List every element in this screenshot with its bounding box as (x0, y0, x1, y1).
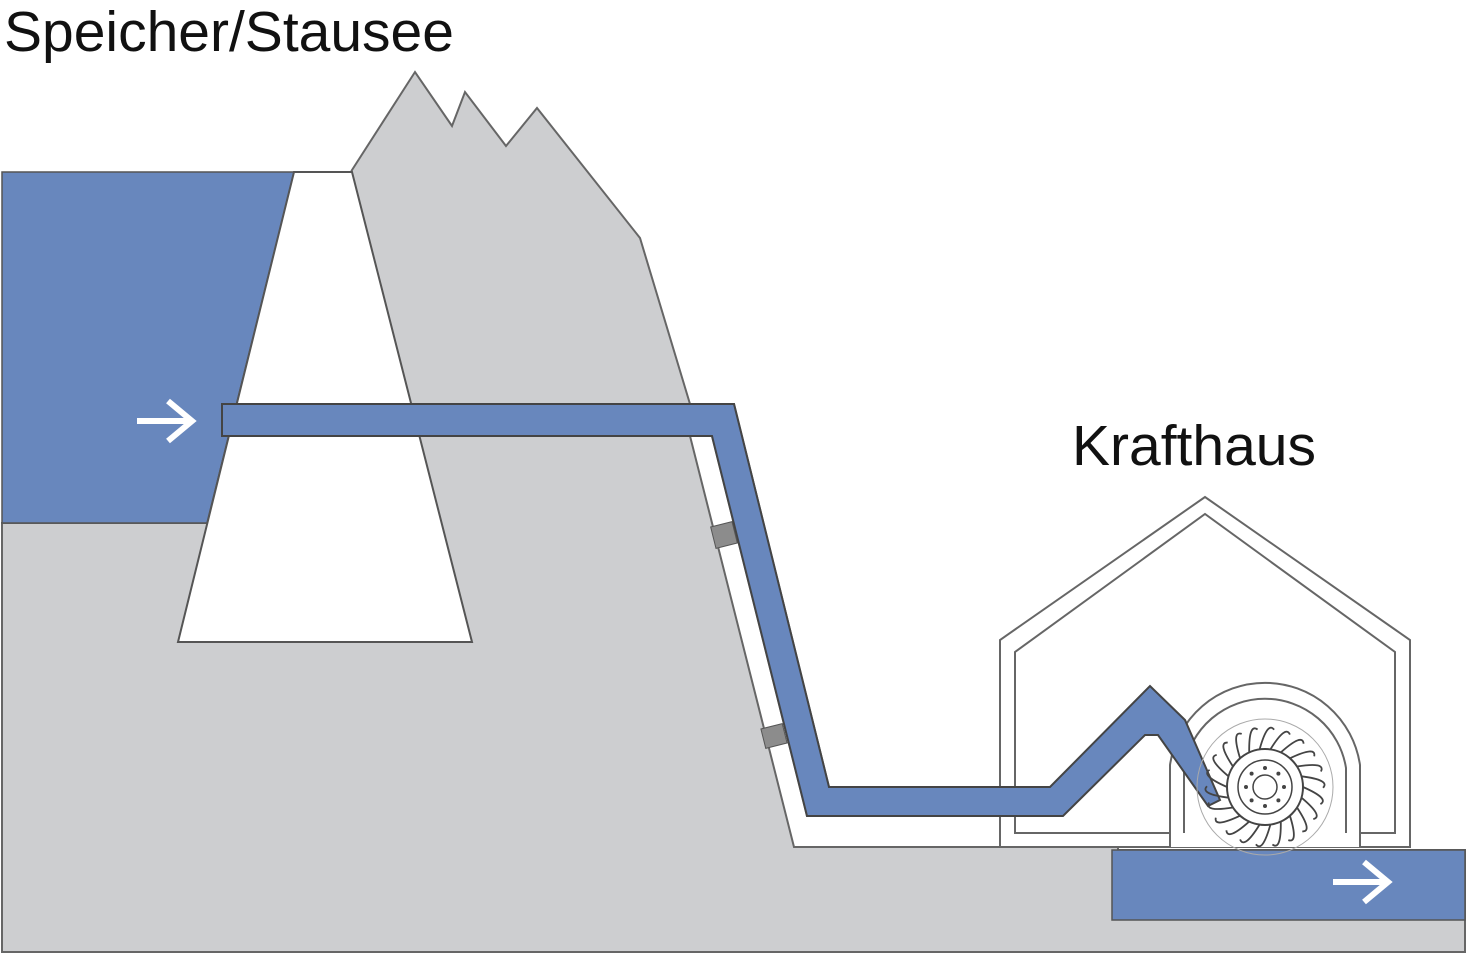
tailrace-water (1111, 849, 1466, 921)
turbine-bucket (1289, 750, 1316, 760)
turbine-bucket (1239, 824, 1261, 844)
turbine-bucket (1269, 730, 1291, 750)
turbine-bolt (1276, 798, 1281, 803)
turbine-bucket (1235, 732, 1243, 759)
turbine-bolt (1282, 785, 1286, 789)
turbine-bucket (1204, 785, 1229, 799)
arrow-right-icon (1333, 859, 1393, 905)
turbine-bucket (1258, 726, 1275, 750)
turbine-bucket (1207, 802, 1234, 810)
turbine-bucket (1296, 764, 1323, 772)
inflow-arrow-head (166, 398, 197, 444)
turbine-bucket (1248, 727, 1259, 753)
turbine-bucket (1212, 754, 1230, 777)
turbine-bucket (1287, 815, 1295, 842)
turbine-bolt (1249, 798, 1254, 803)
turbine-bucket (1214, 814, 1241, 824)
powerhouse-label: Krafthaus (1072, 414, 1316, 478)
outflow-arrow-head (1362, 859, 1393, 905)
turbine-bucket (1255, 824, 1272, 848)
turbine-runner-outline (1196, 718, 1334, 856)
turbine-bucket (1302, 786, 1324, 805)
turbine-bucket (1271, 821, 1282, 847)
turbine-bucket (1225, 820, 1250, 836)
pelton-turbine-icon (1196, 718, 1334, 856)
arrow-right-icon (137, 398, 197, 444)
turbine-bucket (1222, 741, 1234, 767)
turbine-bucket (1206, 769, 1228, 788)
turbine-hub-inner (1252, 774, 1278, 800)
turbine-bolt (1263, 766, 1267, 770)
turbine-bucket (1296, 807, 1308, 833)
turbine-bucket (1300, 797, 1318, 820)
turbine-bolt (1244, 785, 1248, 789)
turbine-bolt (1276, 771, 1281, 776)
turbine-bucket (1301, 775, 1326, 789)
anchor-block-lower (760, 723, 788, 749)
turbine-bolt (1249, 771, 1254, 776)
anchor-block-upper (710, 521, 738, 549)
turbine-bolt (1263, 804, 1267, 808)
reservoir-label: Speicher/Stausee (4, 0, 454, 64)
turbine-bucket (1280, 738, 1305, 754)
